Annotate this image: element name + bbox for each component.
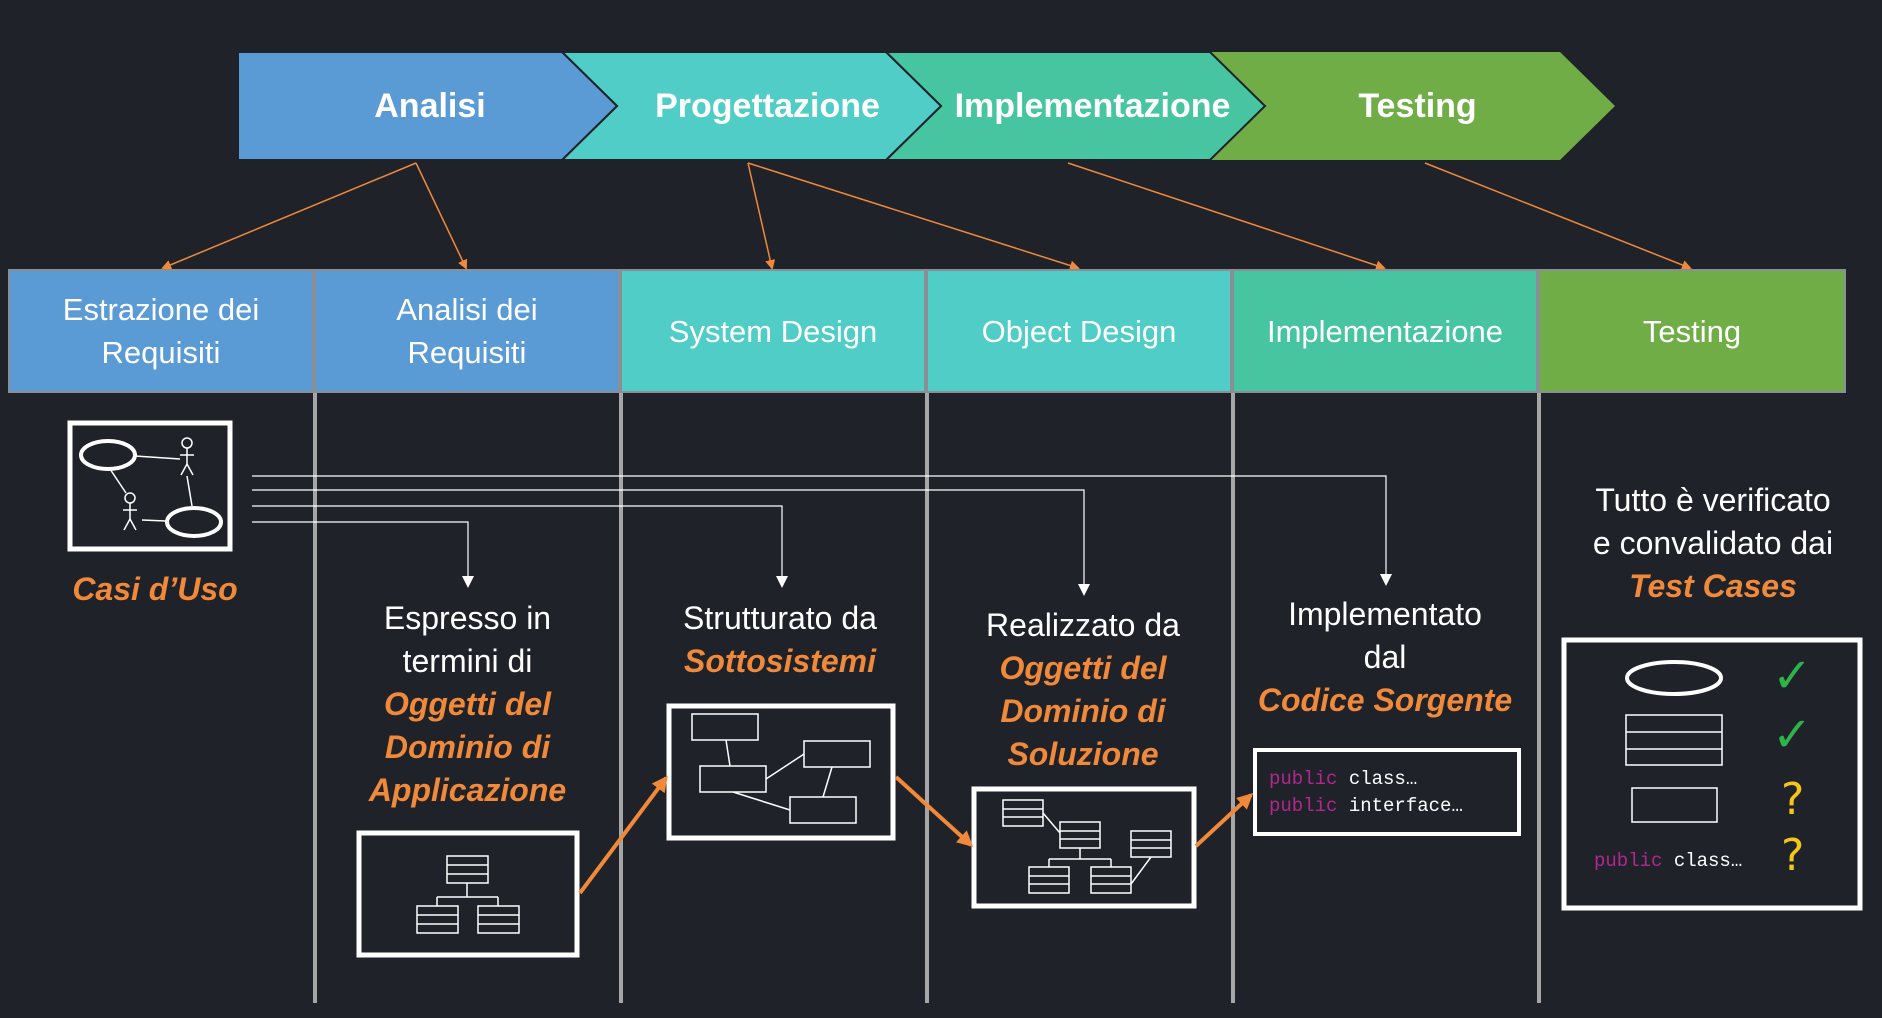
desc-highlight: Oggetti del — [999, 650, 1167, 686]
desc-highlight: Codice Sorgente — [1257, 682, 1513, 718]
desc-line: Espresso in — [383, 600, 552, 636]
code-keyword: public — [1269, 768, 1338, 790]
use-cases-label: Casi d’Uso — [40, 568, 270, 611]
analisi-description: Espresso in termini di Oggetti del Domin… — [330, 597, 605, 812]
desc-line: Strutturato da — [683, 600, 877, 636]
chevron-analisi — [237, 51, 619, 161]
desc-highlight: Soluzione — [1007, 736, 1159, 772]
use-case-diagram — [67, 420, 233, 552]
code-line: public class… — [1269, 766, 1517, 793]
system-description: Strutturato da Sottosistemi — [640, 597, 920, 683]
desc-highlight: Sottosistemi — [683, 643, 877, 679]
activity-label-line: System Design — [668, 313, 878, 349]
activity-system-design: System Design — [620, 269, 926, 393]
activity-object-design: Object Design — [926, 269, 1232, 393]
object-design-diagram — [971, 786, 1197, 909]
chevron-testing — [1210, 52, 1615, 160]
phase-label-progettazione: Progettazione — [655, 87, 880, 125]
code-keyword: public — [1269, 795, 1338, 817]
desc-line: termini di — [402, 643, 533, 679]
desc-line: Tutto è verificato — [1595, 482, 1831, 518]
impl-description: Implementato dal Codice Sorgente — [1245, 593, 1525, 722]
subsystem-diagram — [666, 703, 896, 841]
artifact-flow-arrows — [578, 775, 1254, 895]
check-mark-icon: ✓ — [1772, 707, 1813, 763]
desc-highlight: Dominio di — [1000, 693, 1166, 729]
desc-line: Realizzato da — [986, 607, 1180, 643]
source-code-box: public class… public interface… — [1253, 748, 1521, 836]
phase-label-analisi: Analisi — [374, 87, 486, 125]
activity-label-line: Estrazione dei — [62, 292, 260, 327]
analysis-class-diagram — [356, 830, 580, 958]
desc-highlight: Oggetti del — [383, 686, 552, 722]
code-rest: class… — [1662, 850, 1743, 872]
phase-label-testing: Testing — [1358, 87, 1477, 125]
use-case-flow-lines — [252, 475, 1392, 596]
desc-highlight: Test Cases — [1629, 568, 1797, 604]
phase-label-implementazione: Implementazione — [954, 87, 1231, 125]
activity-label-line: Requisiti — [407, 335, 527, 370]
phase-chevrons — [237, 51, 1615, 161]
code-rest: class… — [1337, 768, 1418, 790]
desc-line: dal — [1363, 639, 1407, 675]
question-mark-icon: ? — [1781, 774, 1805, 825]
activity-implementazione: Implementazione — [1232, 269, 1538, 393]
activity-testing: Testing — [1538, 269, 1846, 393]
desc-line: e convalidato dai — [1592, 525, 1834, 561]
activity-label-line: Requisiti — [101, 335, 221, 370]
column-dividers — [313, 393, 1541, 1003]
activity-label-line: Object Design — [981, 313, 1177, 349]
desc-highlight: Dominio di — [384, 729, 551, 765]
test-cases-box — [1561, 637, 1863, 911]
activity-label-line: Analisi dei — [396, 292, 538, 327]
object-description: Realizzato da Oggetti del Dominio di Sol… — [943, 604, 1223, 776]
check-mark-icon: ✓ — [1772, 648, 1813, 704]
activity-label-line: Testing — [1642, 313, 1742, 349]
activity-label-line: Implementazione — [1266, 313, 1504, 349]
desc-line: Implementato — [1288, 596, 1482, 632]
question-mark-icon: ? — [1781, 830, 1805, 881]
use-cases-label-text: Casi d’Uso — [72, 571, 238, 607]
phase-activity-connectors — [161, 162, 1692, 271]
code-line: public interface… — [1269, 793, 1517, 820]
desc-highlight: Applicazione — [368, 772, 567, 808]
code-rest: interface… — [1337, 795, 1463, 817]
code-keyword: public — [1594, 850, 1663, 872]
testing-description: Tutto è verificato e convalidato dai Tes… — [1553, 479, 1873, 608]
test-code-line: public class… — [1594, 850, 1742, 872]
